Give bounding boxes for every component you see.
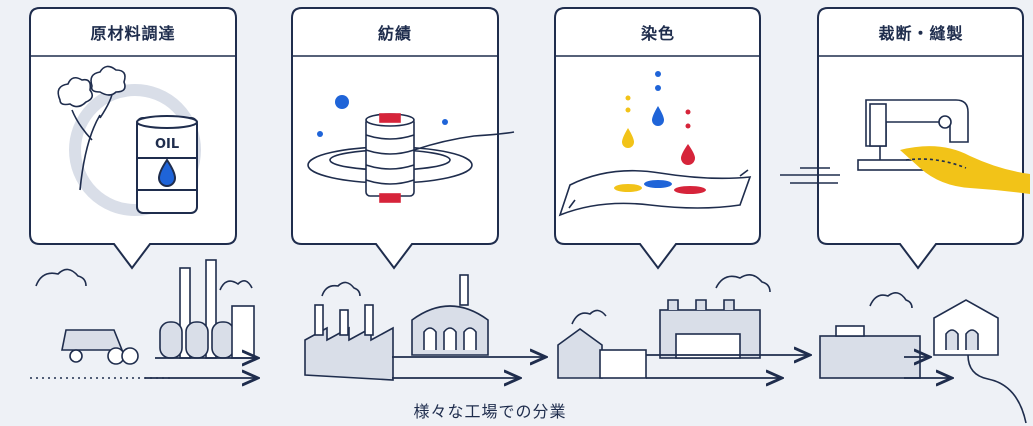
dye-drops-icon (558, 71, 752, 217)
panel-title-cutting-sewing: 裁断・縫製 (878, 24, 964, 43)
cloud-icon (35, 268, 913, 325)
panel-title-dyeing: 染色 (640, 24, 675, 43)
sewing-machine-icon (780, 99, 1030, 194)
flow-arrows (145, 355, 952, 378)
oil-label: OIL (155, 137, 179, 152)
factory-sawtooth-icon (304, 304, 394, 381)
diagram-caption: 様々な工場での分業 (413, 402, 567, 421)
oil-drum-icon (136, 115, 198, 214)
factory-mill-icon (411, 274, 489, 356)
panel-title-raw-materials: 原材料調達 (90, 24, 176, 43)
factory-dye-house-icon (557, 299, 761, 379)
panel-raw-materials (29, 7, 237, 270)
factory-sewing-plant-icon (819, 299, 1027, 424)
factory-refinery-icon (159, 259, 255, 359)
panel-dyeing (554, 7, 761, 270)
thread-spool-icon (307, 95, 515, 203)
harvester-icon (30, 329, 170, 379)
panel-title-spinning: 紡績 (377, 24, 412, 43)
panel-cutting-sewing (817, 7, 1024, 270)
